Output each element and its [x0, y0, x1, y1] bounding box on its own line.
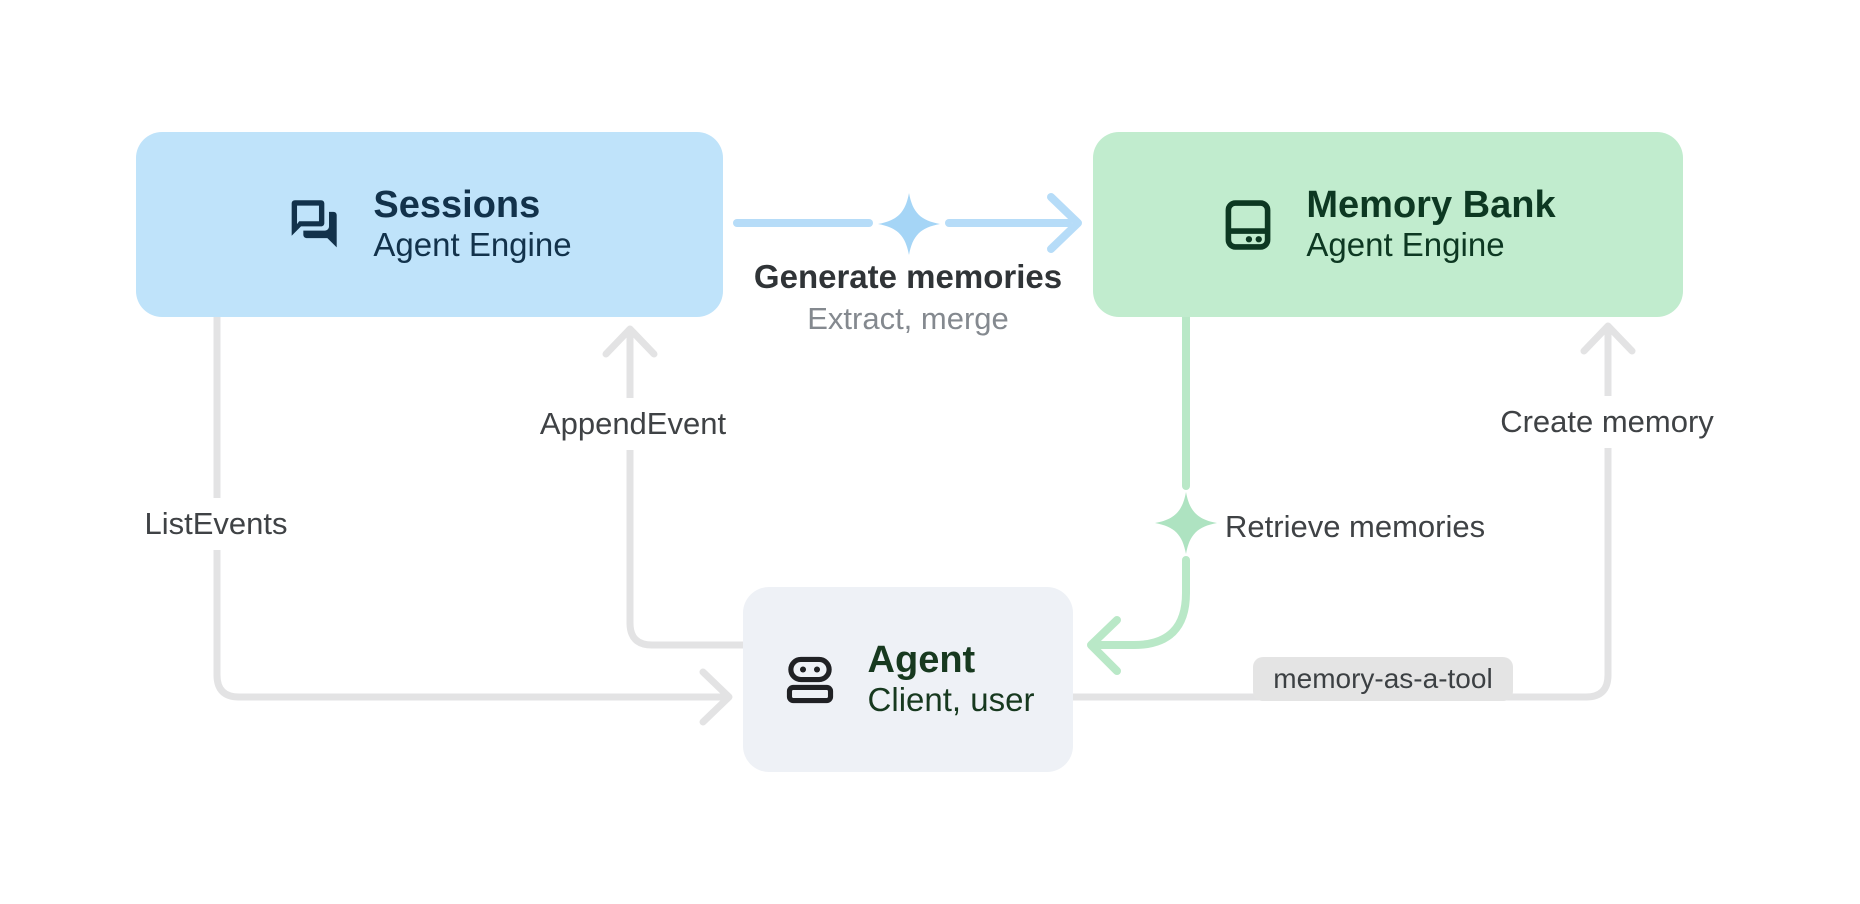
list-events-arrowhead-icon [699, 668, 733, 726]
node-sessions-text: Sessions Agent Engine [373, 184, 571, 265]
retrieve-memories-connector [1087, 313, 1190, 675]
node-memory-bank: Memory Bank Agent Engine [1093, 132, 1683, 317]
retrieve-sparkle-icon [1155, 492, 1217, 554]
edge-label-create-memory: Create memory [1488, 396, 1726, 448]
edge-sublabel-extract-merge: Extract, merge [807, 301, 1009, 336]
edge-label-generate-memories: Generate memories [753, 258, 1063, 295]
node-memory-bank-text: Memory Bank Agent Engine [1306, 184, 1555, 265]
edge-label-list-events: ListEvents [132, 498, 300, 550]
node-agent-text: Agent Client, user [868, 639, 1035, 720]
node-sessions: Sessions Agent Engine [136, 132, 723, 317]
node-agent: Agent Client, user [743, 587, 1073, 772]
memory-as-a-tool-badge: memory-as-a-tool [1253, 657, 1513, 701]
create-memory-connector [1068, 322, 1636, 701]
memory-bank-icon [1225, 199, 1271, 250]
append-event-connector [602, 325, 747, 649]
generate-memories-arrowhead-icon [1047, 193, 1082, 253]
robot-icon [786, 656, 833, 703]
append-event-arrowhead-icon [602, 325, 658, 358]
generate-memories-connector [733, 193, 1082, 253]
list-events-connector [213, 313, 733, 726]
create-memory-arrowhead-icon [1580, 322, 1636, 355]
forum-icon [292, 199, 338, 247]
node-sessions-title: Sessions [373, 183, 541, 226]
node-agent-title: Agent [867, 638, 976, 681]
retrieve-memories-arrowhead-icon [1087, 616, 1121, 675]
edge-label-retrieve-memories: Retrieve memories [1225, 509, 1486, 544]
node-memory-bank-subtitle: Agent Engine [1306, 226, 1505, 264]
node-sessions-subtitle: Agent Engine [373, 226, 572, 264]
node-memory-bank-title: Memory Bank [1306, 183, 1556, 226]
edge-label-append-event: AppendEvent [527, 398, 739, 450]
generate-sparkle-icon [878, 193, 940, 255]
node-agent-subtitle: Client, user [867, 681, 1035, 719]
